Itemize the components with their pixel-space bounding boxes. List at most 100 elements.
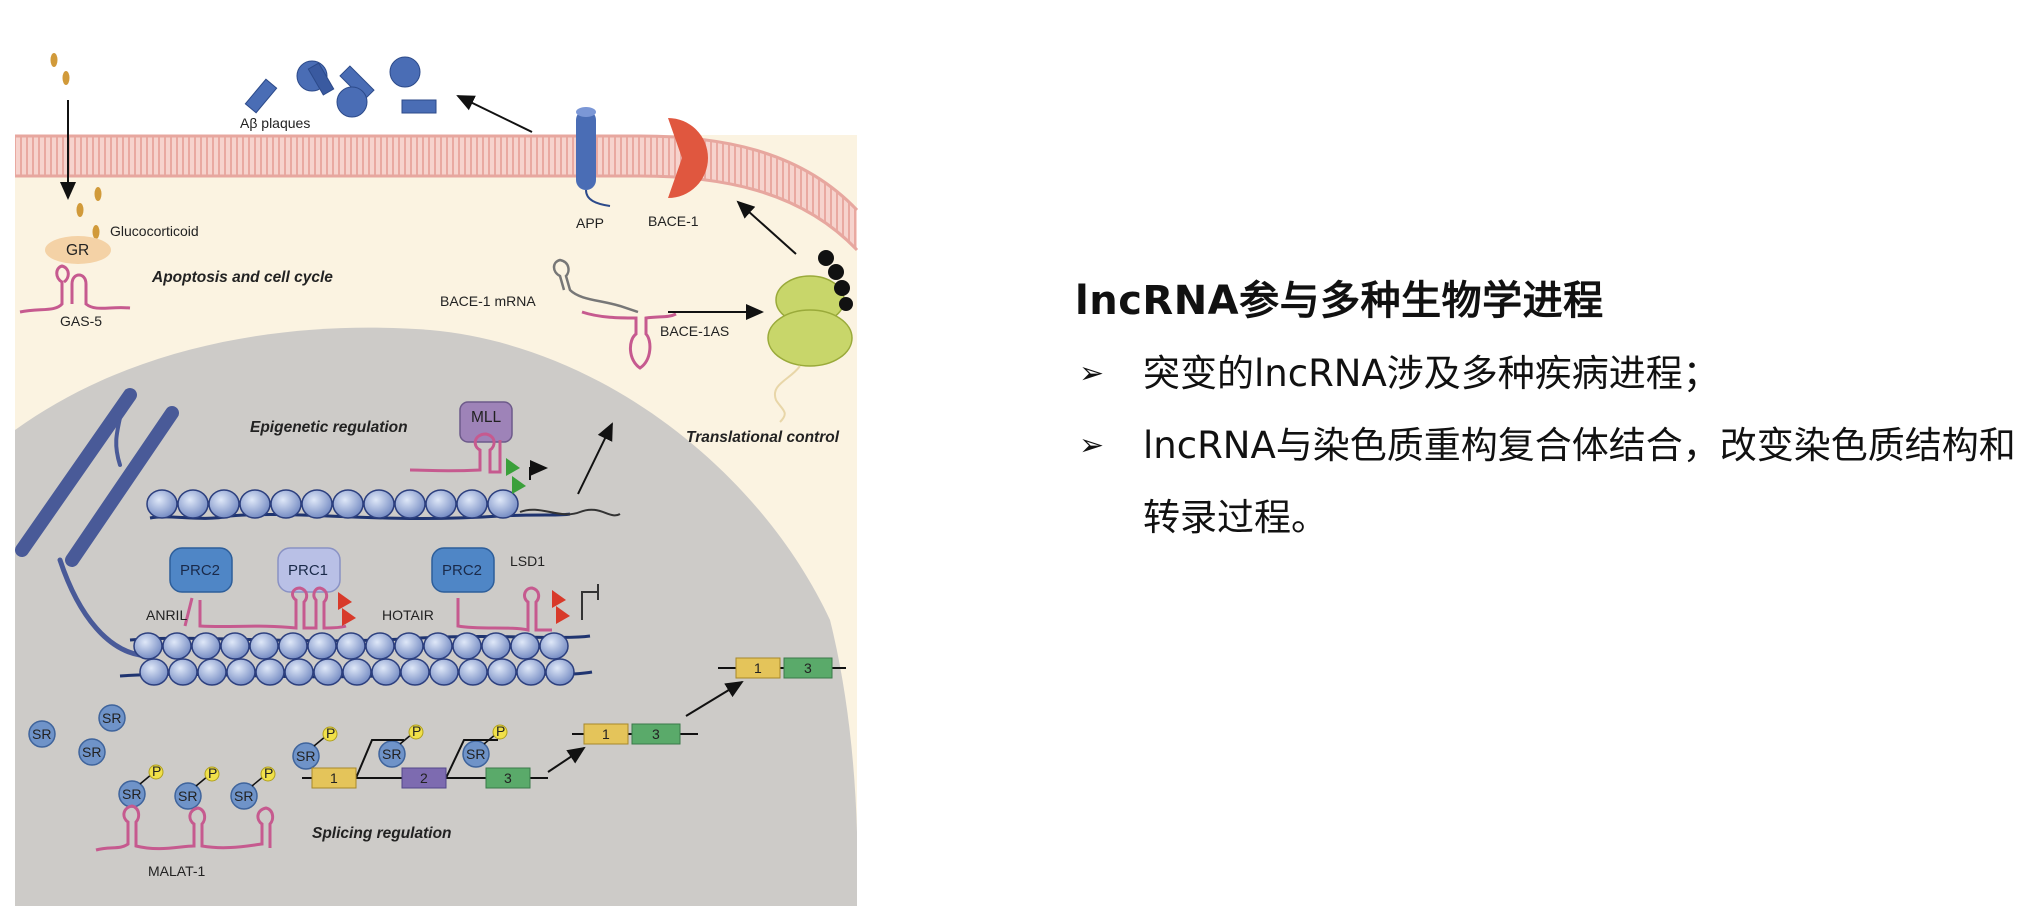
nucleosome — [342, 658, 372, 686]
anril-rna — [183, 586, 347, 630]
prc2-anril-complex: PRC2 — [169, 547, 233, 593]
spliced2-exon-3: 3 — [783, 657, 833, 679]
translational-label: Translational control — [686, 429, 840, 446]
prc2-hotair-complex: PRC2 — [431, 547, 495, 593]
bullet-arrow-icon: ➢ — [1079, 356, 1105, 391]
svg-text:2: 2 — [420, 770, 428, 786]
nucleosome — [301, 489, 333, 519]
gr-label: GR — [66, 242, 89, 259]
prc1-label: PRC1 — [288, 562, 328, 579]
ab-plaques-label: Aβ plaques — [240, 115, 310, 131]
svg-text:3: 3 — [652, 726, 660, 742]
bullet-2-text: lncRNA与染色质重构复合体结合，改变染色质结构和转录过程。 — [1143, 424, 2016, 539]
splicing-label: Splicing regulation — [312, 825, 452, 842]
sr-protein: SR P — [230, 765, 276, 810]
svg-text:1: 1 — [602, 726, 610, 742]
nucleosome — [313, 658, 343, 686]
nucleosome — [284, 658, 314, 686]
sr-protein: SRP — [174, 765, 220, 810]
spliced2-exon-1: 1 — [735, 657, 781, 679]
nucleosome — [481, 632, 511, 660]
svg-text:1: 1 — [330, 770, 338, 786]
mll-label: MLL — [471, 409, 502, 426]
svg-text:3: 3 — [504, 770, 512, 786]
bullet-2: ➢ lncRNA与染色质重构复合体结合，改变染色质结构和转录过程。 — [1075, 410, 2035, 554]
svg-text:SR: SR — [122, 786, 141, 802]
svg-text:3: 3 — [804, 660, 812, 676]
svg-text:SR: SR — [466, 746, 485, 762]
spliced-exon-1: 1 — [583, 723, 629, 745]
sr-protein: SR — [98, 704, 126, 732]
bace1as-rna — [581, 310, 677, 370]
nucleosome — [394, 632, 424, 660]
nucleosome — [400, 658, 430, 686]
nucleosome — [510, 632, 540, 660]
svg-text:SR: SR — [382, 746, 401, 762]
epigenetic-label: Epigenetic regulation — [250, 419, 408, 436]
nucleus — [15, 327, 857, 906]
sr-protein: SR P — [292, 725, 338, 770]
nucleosome — [197, 658, 227, 686]
hotair-label: HOTAIR — [382, 607, 434, 623]
splice-arrow-2 — [685, 680, 744, 717]
lsd1-label: LSD1 — [510, 553, 545, 569]
nucleosome — [516, 658, 546, 686]
nucleosome — [278, 632, 308, 660]
nucleosome — [270, 489, 302, 519]
spliced-exon-3: 3 — [631, 723, 681, 745]
up-arrow — [577, 422, 613, 495]
flag-green — [506, 458, 520, 476]
nucleosome — [423, 632, 453, 660]
svg-text:SR: SR — [234, 788, 253, 804]
nucleosome — [363, 489, 395, 519]
prc2-a-label: PRC2 — [180, 562, 220, 579]
svg-text:P: P — [412, 723, 421, 739]
sr-protein: SR P — [378, 723, 424, 768]
nucleosome — [208, 489, 240, 519]
sr-protein: SR — [78, 738, 106, 766]
bace1-mrna-label: BACE-1 mRNA — [440, 293, 536, 309]
flag-red-1 — [338, 592, 352, 610]
nucleosome — [336, 632, 366, 660]
svg-text:P: P — [326, 725, 335, 741]
nucleosome — [255, 658, 285, 686]
ribosome — [767, 250, 853, 423]
nucleosome — [425, 489, 457, 519]
gas5-rna — [19, 264, 131, 314]
bullet-arrow-icon: ➢ — [1079, 428, 1105, 463]
repressed-tss — [581, 584, 599, 620]
ab-plaques — [244, 56, 437, 118]
nucleosome — [394, 489, 426, 519]
nucleosome — [429, 658, 459, 686]
nucleosome — [191, 632, 221, 660]
nucleosome — [487, 658, 517, 686]
transcribed-dna — [519, 508, 621, 517]
nucleosome — [452, 632, 482, 660]
chromosome-fibers — [15, 388, 179, 658]
svg-text:P: P — [264, 765, 273, 781]
nucleosome — [487, 489, 519, 519]
slide-title: lncRNA参与多种生物学进程 — [1075, 278, 1604, 324]
svg-text:P: P — [152, 763, 161, 779]
svg-text:SR: SR — [32, 726, 51, 742]
gr-receptor — [45, 236, 111, 264]
malat1-label: MALAT-1 — [148, 863, 206, 879]
nucleosome — [133, 632, 163, 660]
bace1-arrow — [736, 200, 797, 255]
svg-text:1: 1 — [754, 660, 762, 676]
nucleosome — [139, 658, 169, 686]
app-protein — [576, 107, 611, 207]
upper-nucleosome-row — [146, 489, 519, 519]
nucleosome — [371, 658, 401, 686]
anril-label: ANRIL — [146, 607, 187, 623]
svg-text:SR: SR — [296, 748, 315, 764]
nucleosome — [332, 489, 364, 519]
exon-1: 1 — [311, 767, 357, 789]
cell-membrane — [15, 134, 859, 252]
plaque-arrow — [456, 95, 533, 133]
flag-green-2 — [512, 476, 526, 494]
prc1-complex: PRC1 — [277, 547, 341, 593]
prc2-b-label: PRC2 — [442, 562, 482, 579]
